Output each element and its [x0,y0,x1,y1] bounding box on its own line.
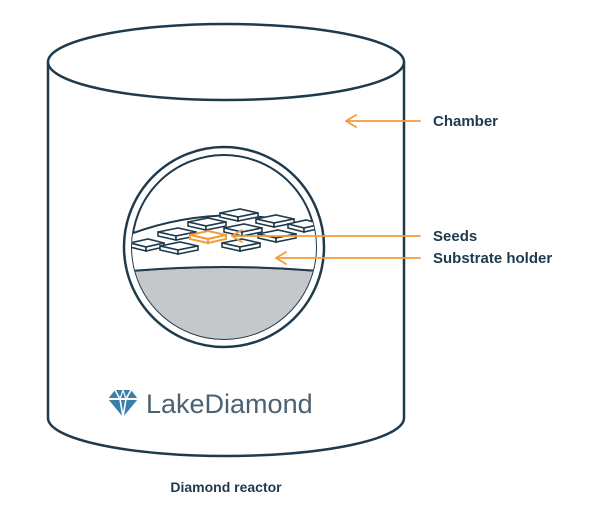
chamber-arrow [345,114,421,128]
diagram-caption: Diamond reactor [170,479,282,495]
substrate-holder-arrow [275,251,421,265]
brand-name: LakeDiamond [146,389,313,419]
seed-tile [255,214,295,228]
seed-tile-highlighted [189,229,227,245]
seeds-label: Seeds [433,228,477,245]
seed-tile [223,223,263,237]
chamber-top-rim [46,22,406,102]
seed-tile [221,238,261,252]
seed-tile [219,208,259,222]
seed-tile [187,217,227,231]
annotation-arrows [231,114,421,265]
chamber-label: Chamber [433,113,498,130]
seed-tile [159,241,199,255]
brand-logo: LakeDiamond [108,389,313,419]
diamond-logo-icon [108,389,138,418]
seeds-arrow [231,229,421,243]
substrate-holder-label: Substrate holder [433,250,552,267]
